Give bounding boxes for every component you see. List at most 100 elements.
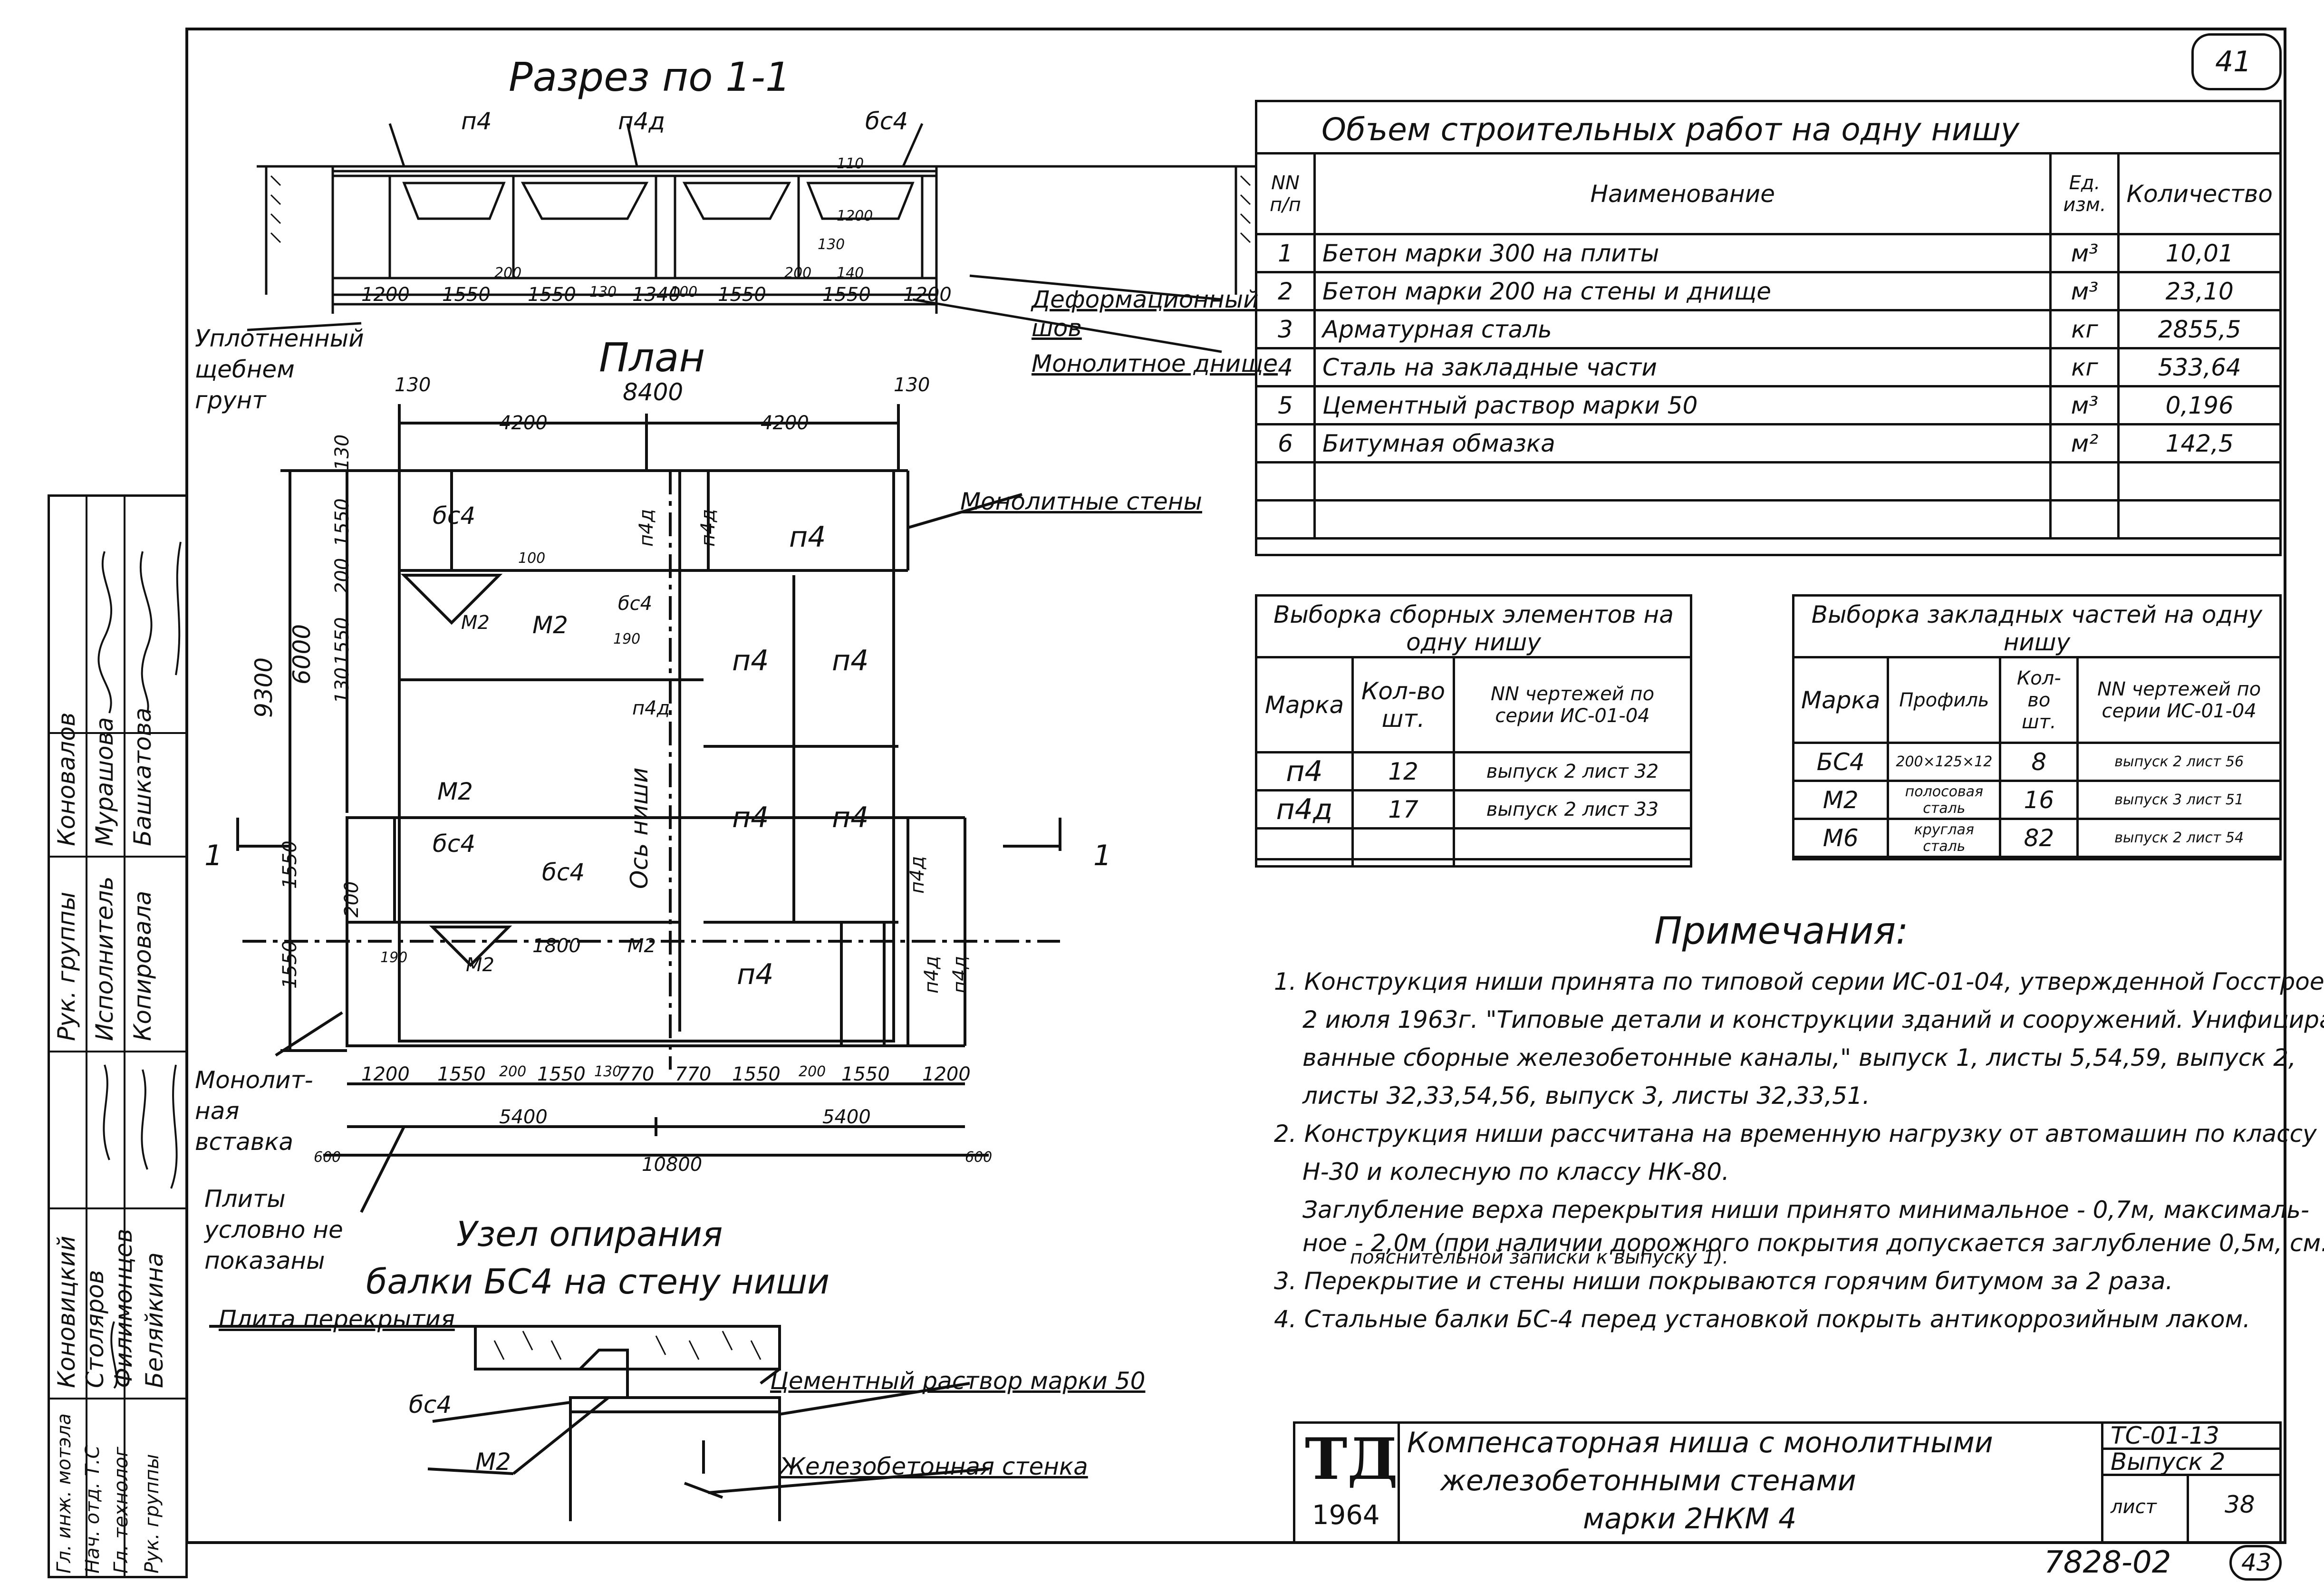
- plan-overall-dim-6000: 6000: [288, 624, 316, 685]
- sheet-number: 41: [2215, 45, 2252, 78]
- volume-row-3-name: Арматурная сталь: [1313, 309, 2052, 349]
- plan-label-monolithic-walls: Монолитные стены: [960, 488, 1202, 515]
- table-row: БС4 200×125×12 8 выпуск 2 лист 56: [1792, 742, 2282, 782]
- plan-inner-dim-190-b: 190: [380, 949, 408, 966]
- plan-m2-3: М2: [437, 778, 473, 805]
- section-dim-5: 1340: [632, 284, 681, 306]
- table-row-empty: [1255, 827, 1692, 868]
- plan-drawing: [236, 404, 1061, 1213]
- plan-left-dim-3: 200: [331, 558, 353, 594]
- volume-row-2-name: Бетон марки 200 на стены и днище: [1313, 271, 2052, 311]
- plan-bottom-dim-5: 130: [594, 1063, 622, 1080]
- stamp-info-box: [2101, 1421, 2284, 1544]
- precast-row-2-drawing: выпуск 2 лист 33: [1453, 789, 1692, 830]
- embedded-row-1-profile: 200×125×12: [1887, 742, 2002, 782]
- stamp-issue: Выпуск 2: [2111, 1448, 2226, 1476]
- plan-left-lower-dim-1: 1550: [279, 840, 301, 889]
- stamp-sheet-number: 38: [2225, 1491, 2255, 1518]
- plan-bottom-half-dim-2: 5400: [822, 1106, 871, 1128]
- volume-row-3-qty: 2855,5: [2117, 309, 2282, 349]
- plan-bottom-total-dim: 10800: [642, 1154, 703, 1176]
- plan-bottom-dim-1: 1200: [361, 1063, 410, 1085]
- plan-bottom-dim-8: 1550: [732, 1063, 781, 1085]
- side-block: [48, 494, 188, 1578]
- table-row: 2 Бетон марки 200 на стены и днище м³ 23…: [1255, 271, 2282, 311]
- embedded-row-2-mark: М2: [1792, 780, 1890, 820]
- table-row: 3 Арматурная сталь кг 2855,5: [1255, 309, 2282, 349]
- volume-row-4-n: 4: [1255, 347, 1316, 387]
- volume-row-4-unit: кг: [2049, 347, 2120, 387]
- volume-row-3-n: 3: [1255, 309, 1316, 349]
- stamp-sheet-label: лист: [2111, 1496, 2157, 1518]
- plan-label-slabs-not-shown: Плиты условно не показаны: [204, 1185, 343, 1274]
- side-row-2: [48, 856, 188, 858]
- precast-row-1-qty: 12: [1351, 751, 1455, 792]
- plan-bottom-offset-left: 600: [314, 1149, 341, 1166]
- stamp-title-3: марки 2НКМ 4: [1583, 1502, 1797, 1535]
- plan-left-lower-dim-3: 1550: [279, 940, 301, 989]
- volume-header-nn: NN п/п: [1255, 152, 1316, 235]
- plan-inner-dim-1800: 1800: [532, 935, 581, 957]
- volume-row-4-name: Сталь на закладные части: [1313, 347, 2052, 387]
- volume-header-qty: Количество: [2117, 152, 2282, 235]
- plan-bottom-dim-7: 770: [675, 1063, 712, 1085]
- section-label-p4d: п4д: [618, 107, 665, 135]
- plan-bottom-dim-3: 200: [499, 1063, 527, 1080]
- side-col-1: [86, 494, 87, 1578]
- archive-circle-number: 43: [2241, 1549, 2272, 1576]
- embedded-row-3-profile: круглая сталь: [1887, 818, 2002, 858]
- embedded-table: Марка Профиль Кол-во шт. NN чертежей по …: [1792, 656, 2282, 858]
- volume-row-3-unit: кг: [2049, 309, 2120, 349]
- plan-slab-p4-4: п4: [732, 801, 769, 834]
- plan-inner-dim-190-a: 190: [613, 631, 641, 647]
- stamp-logo-box: [1293, 1421, 1400, 1544]
- side-row-4: [48, 1207, 188, 1209]
- volume-row-6-n: 6: [1255, 423, 1316, 463]
- section-label-deformation-joint: Деформационный шов: [1032, 286, 1259, 342]
- detail-drawing: [209, 1325, 989, 1521]
- section-dim-4: 130: [589, 284, 617, 300]
- plan-bottom-dim-10: 1550: [841, 1063, 890, 1085]
- notes-line-6: Н-30 и колесную по классу НК-80.: [1302, 1158, 1729, 1186]
- volume-row-5-qty: 0,196: [2117, 385, 2282, 425]
- plan-overall-dim-9300: 9300: [250, 657, 278, 718]
- precast-header-qty: Кол-во шт.: [1351, 656, 1455, 753]
- volume-row-5-name: Цементный раствор марки 50: [1313, 385, 2052, 425]
- detail-label-beam: бс4: [409, 1391, 452, 1419]
- section-small-dim-2: 200: [784, 265, 812, 281]
- notes-line-10: 3. Перекрытие и стены ниши покрываются г…: [1274, 1267, 2173, 1295]
- notes-line-5: 2. Конструкция ниши рассчитана на времен…: [1274, 1120, 2317, 1148]
- archive-circle: [2229, 1545, 2282, 1581]
- table-row: п4 12 выпуск 2 лист 32: [1255, 751, 1692, 792]
- volume-row-5-unit: м³: [2049, 385, 2120, 425]
- section-small-dim-6: 140: [837, 265, 864, 281]
- plan-m2-1: М2: [461, 612, 490, 634]
- table-row-empty: [1255, 461, 2282, 502]
- plan-left-dim-1: 130: [331, 434, 353, 471]
- plan-beam-bs4-2: бс4: [618, 593, 653, 615]
- table-row: 6 Битумная обмазка м² 142,5: [1255, 423, 2282, 463]
- section-dim-7: 1550: [718, 284, 766, 306]
- embedded-header-qty: Кол-во шт.: [1999, 656, 2079, 744]
- stamp-year: 1964: [1312, 1500, 1380, 1531]
- plan-axis-label: Ось ниши: [626, 767, 653, 889]
- section-dim-1: 1200: [361, 284, 410, 306]
- plan-p4d-4: п4д: [906, 856, 928, 894]
- plan-bottom-half-dim-1: 5400: [499, 1106, 548, 1128]
- precast-header-drawings: NN чертежей по серии ИС-01-04: [1453, 656, 1692, 753]
- section-small-dim-4: 1200: [837, 208, 873, 224]
- plan-beam-bs4-4: бс4: [542, 859, 585, 886]
- notes-line-2: 2 июля 1963г. "Типовые детали и конструк…: [1302, 1006, 2324, 1033]
- plan-p4d-3: п4д: [632, 697, 670, 719]
- volume-row-6-name: Битумная обмазка: [1313, 423, 2052, 463]
- volume-row-2-qty: 23,10: [2117, 271, 2282, 311]
- plan-section-mark-right: 1: [1093, 839, 1112, 872]
- side-row-1: [48, 732, 188, 734]
- detail-label-m2: М2: [475, 1448, 511, 1476]
- plan-top-dim-total: 8400: [623, 378, 684, 406]
- section-small-dim-3: 110: [837, 155, 864, 172]
- table-row: 1 Бетон марки 300 на плиты м³ 10,01: [1255, 233, 2282, 273]
- detail-label-slab: Плита перекрытия: [219, 1305, 455, 1333]
- notes-line-11: 4. Стальные балки БС-4 перед установкой …: [1274, 1305, 2251, 1333]
- plan-m2-5: М2: [627, 935, 656, 957]
